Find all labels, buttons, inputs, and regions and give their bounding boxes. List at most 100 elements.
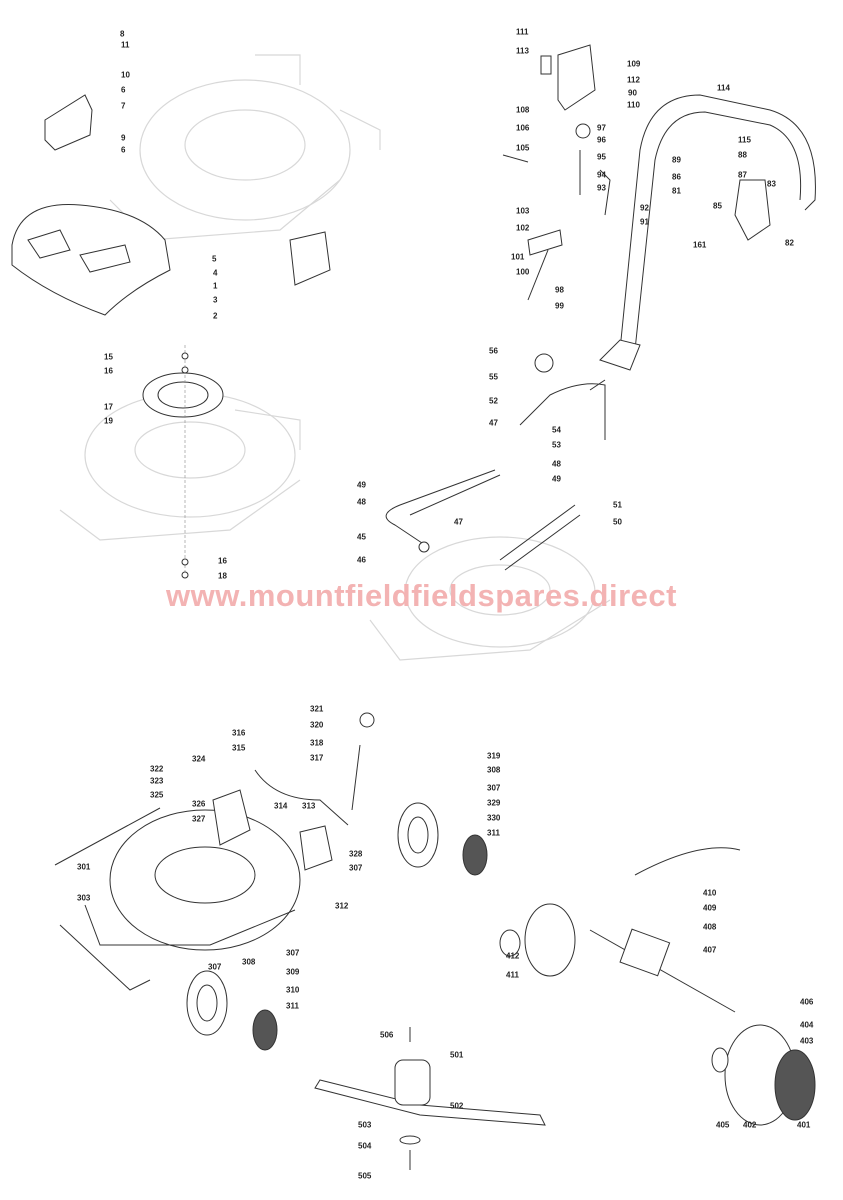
part-callout-gearbox: 406 (800, 997, 814, 1007)
part-callout-handle: 106 (516, 123, 530, 133)
part-callout-handle: 108 (516, 105, 530, 115)
part-callout-deck: 330 (487, 813, 501, 823)
part-callout-deck: 329 (487, 798, 501, 808)
part-callout-deck: 311 (487, 828, 500, 838)
part-callout-deck: 307 (208, 962, 222, 972)
part-callout-handle: 115 (738, 135, 751, 145)
part-callout-deck: 327 (192, 814, 206, 824)
part-callout-bearing-plate: 17 (104, 402, 113, 412)
faint-deck-top (109, 54, 381, 241)
control-parts (502, 44, 611, 301)
part-callout-handle: 91 (640, 217, 649, 227)
part-callout-blade: 503 (358, 1120, 372, 1130)
part-callout-handle: 95 (597, 152, 606, 162)
part-callout-handle: 111 (516, 27, 529, 37)
part-callout-handle: 112 (627, 75, 640, 85)
part-callout-deck: 307 (349, 863, 363, 873)
part-callout-blade: 504 (358, 1141, 372, 1151)
part-callout-front-cover: 11 (121, 40, 130, 50)
part-callout-lower-handle: 51 (613, 500, 622, 510)
part-callout-gearbox: 407 (703, 945, 717, 955)
part-callout-gearbox: 408 (703, 922, 717, 932)
part-callout-bearing-plate: 18 (218, 571, 227, 581)
part-callout-handle: 110 (627, 100, 640, 110)
part-callout-deck: 319 (487, 751, 501, 761)
part-callout-handle: 86 (672, 172, 681, 182)
part-callout-front-cover: 5 (212, 254, 217, 264)
part-callout-deck: 315 (232, 743, 246, 753)
part-callout-lower-handle: 48 (552, 459, 561, 469)
part-callout-gearbox: 410 (703, 888, 717, 898)
part-callout-handle: 100 (516, 267, 530, 277)
part-callout-deck: 325 (150, 790, 164, 800)
part-callout-deck: 314 (274, 801, 288, 811)
part-callout-lower-handle: 49 (552, 474, 561, 484)
part-callout-bearing-plate: 19 (104, 416, 113, 426)
mower-deck (54, 712, 375, 991)
part-callout-handle: 94 (597, 170, 606, 180)
part-callout-deck: 310 (286, 985, 300, 995)
part-callout-handle: 83 (767, 179, 776, 189)
part-callout-handle: 105 (516, 143, 530, 153)
part-callout-handle: 85 (713, 201, 722, 211)
part-callout-front-cover: 4 (213, 268, 218, 278)
part-callout-deck: 321 (310, 704, 324, 714)
part-callout-gearbox: 405 (716, 1120, 730, 1130)
part-callout-deck: 308 (487, 765, 501, 775)
part-callout-gearbox: 404 (800, 1020, 814, 1030)
front-wheel (186, 970, 278, 1051)
part-callout-gearbox: 409 (703, 903, 717, 913)
part-callout-deck: 317 (310, 753, 324, 763)
part-callout-front-cover: 1 (213, 281, 218, 291)
part-callout-lower-handle: 56 (489, 346, 498, 356)
part-callout-handle: 87 (738, 170, 747, 180)
part-callout-deck: 308 (242, 957, 256, 967)
part-callout-handle: 161 (693, 240, 707, 250)
part-callout-front-cover: 2 (213, 311, 218, 321)
part-callout-bearing-plate: 15 (104, 352, 113, 362)
part-callout-lower-handle: 54 (552, 425, 561, 435)
part-callout-deck: 322 (150, 764, 164, 774)
part-callout-lower-handle: 46 (357, 555, 366, 565)
part-callout-deck: 309 (286, 967, 300, 977)
part-callout-deck: 307 (487, 783, 501, 793)
part-callout-lower-handle: 47 (489, 418, 498, 428)
part-callout-front-cover: 9 (121, 133, 126, 143)
part-callout-lower-handle: 49 (357, 480, 366, 490)
part-callout-handle: 99 (555, 301, 564, 311)
part-callout-handle: 109 (627, 59, 641, 69)
part-callout-deck: 320 (310, 720, 324, 730)
mounting-bracket-left (44, 94, 331, 286)
part-callout-deck: 301 (77, 862, 91, 872)
part-callout-blade: 505 (358, 1171, 372, 1181)
part-callout-handle: 114 (717, 83, 730, 93)
part-callout-handle: 89 (672, 155, 681, 165)
upper-handle (599, 94, 816, 371)
blade-assembly (314, 1027, 546, 1170)
part-callout-lower-handle: 53 (552, 440, 561, 450)
part-callout-handle: 92 (640, 203, 649, 213)
faint-deck-right (369, 536, 611, 661)
part-callout-handle: 90 (628, 88, 637, 98)
rear-wheel (397, 802, 488, 876)
part-callout-lower-handle: 45 (357, 532, 366, 542)
part-callout-deck: 311 (286, 1001, 299, 1011)
part-callout-handle: 113 (516, 46, 529, 56)
part-callout-deck: 303 (77, 893, 91, 903)
part-callout-lower-handle: 52 (489, 396, 498, 406)
part-callout-front-cover: 6 (121, 85, 126, 95)
part-callout-handle: 103 (516, 206, 530, 216)
part-callout-front-cover: 7 (121, 101, 126, 111)
part-callout-deck: 318 (310, 738, 324, 748)
part-callout-handle: 88 (738, 150, 747, 160)
lower-handle-bars (385, 353, 606, 571)
part-callout-handle: 101 (511, 252, 525, 262)
part-callout-deck: 324 (192, 754, 206, 764)
part-callout-front-cover: 8 (120, 29, 125, 39)
part-callout-bearing-plate: 16 (218, 556, 227, 566)
part-callout-deck: 316 (232, 728, 246, 738)
part-callout-handle: 98 (555, 285, 564, 295)
part-callout-gearbox: 402 (743, 1120, 757, 1130)
